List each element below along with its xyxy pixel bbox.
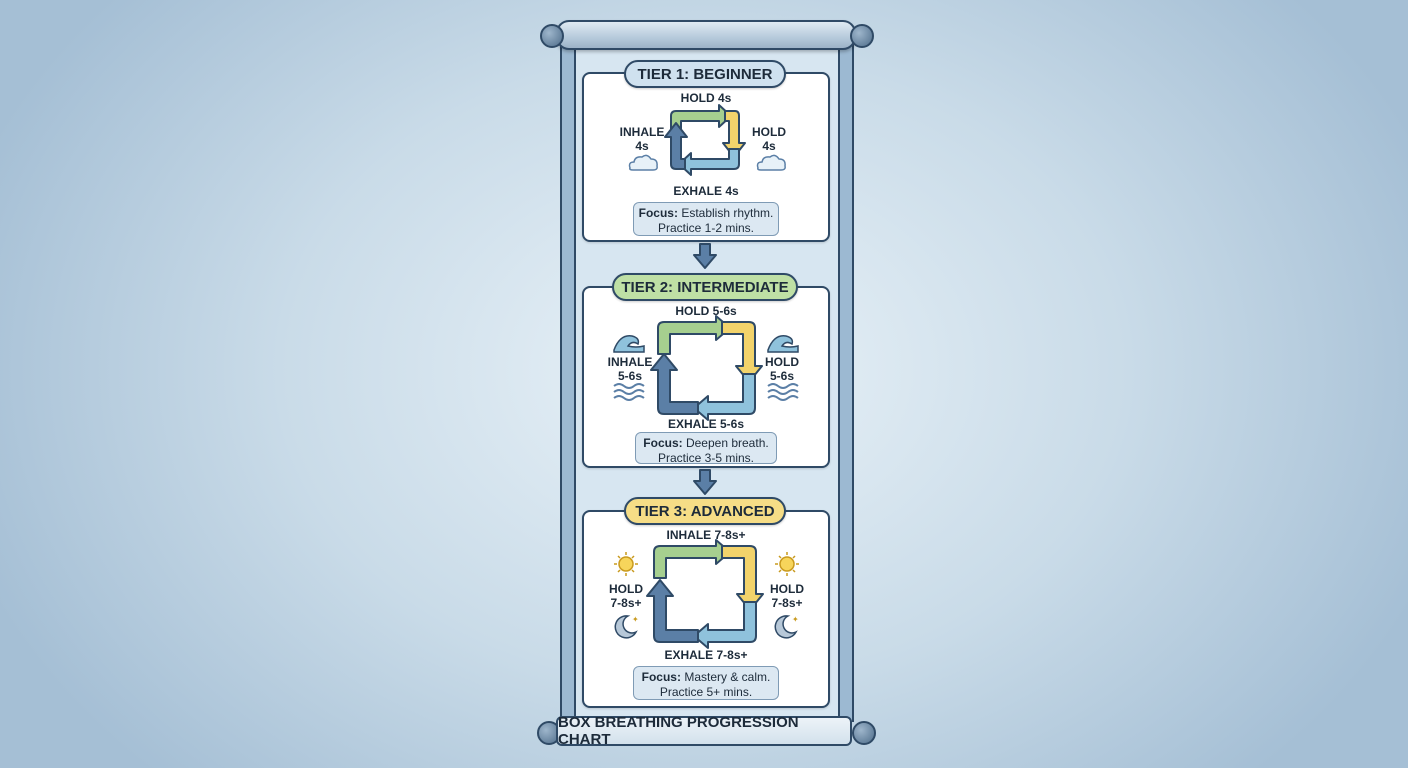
tier-1-focus-box: Focus: Establish rhythm. Practice 1-2 mi… bbox=[633, 202, 779, 236]
down-arrow-icon bbox=[693, 469, 717, 495]
tier-2-left-duration: 5-6s bbox=[618, 369, 642, 383]
tier-3-top-label: INHALE 7-8s+ bbox=[666, 528, 745, 542]
tier-3-left-label: HOLD bbox=[609, 582, 643, 596]
tier-3-diagram: INHALE 7-8s+ HOLD 7-8s+ HOLD 7-8s+ EXHAL… bbox=[609, 528, 804, 662]
practice-duration: Practice 3-5 mins. bbox=[657, 451, 755, 465]
tier-2-bottom-label: EXHALE 5-6s bbox=[668, 417, 744, 431]
tier-1-right-duration: 4s bbox=[762, 139, 776, 153]
sun-icon bbox=[775, 552, 799, 576]
box-breathing-cycle bbox=[646, 539, 764, 649]
tier-3-right-label: HOLD bbox=[770, 582, 804, 596]
wave-icon bbox=[767, 335, 799, 353]
tier-2-top-label: HOLD 5-6s bbox=[675, 304, 737, 318]
tier-2-left-label: INHALE bbox=[608, 355, 653, 369]
tier-3-pill: TIER 3: ADVANCED bbox=[624, 497, 786, 525]
focus-label: Focus: bbox=[641, 670, 681, 684]
tier-1-top-label: HOLD 4s bbox=[681, 91, 732, 105]
tier-1-bottom-label: EXHALE 4s bbox=[673, 184, 739, 198]
down-arrow-icon bbox=[693, 243, 717, 269]
top-scroll-rod bbox=[556, 20, 856, 50]
tier-1-left-duration: 4s bbox=[635, 139, 649, 153]
focus-text: Establish rhythm. bbox=[681, 206, 774, 220]
tier-3-right-duration: 7-8s+ bbox=[771, 596, 802, 610]
chart-title: BOX BREATHING PROGRESSION CHART bbox=[556, 714, 852, 748]
tier-1-diagram: HOLD 4s INHALE 4s HOLD 4s EXHALE 4s bbox=[620, 91, 787, 198]
practice-duration: Practice 5+ mins. bbox=[659, 685, 753, 699]
practice-duration: Practice 1-2 mins. bbox=[657, 221, 755, 235]
tier-1-left-label: INHALE bbox=[620, 125, 665, 139]
tier-3-card: INHALE 7-8s+ HOLD 7-8s+ HOLD 7-8s+ EXHAL… bbox=[582, 510, 830, 708]
box-breathing-cycle bbox=[650, 315, 763, 421]
tier-1-card: HOLD 4s INHALE 4s HOLD 4s EXHALE 4s Focu… bbox=[582, 72, 830, 242]
top-right-knob bbox=[850, 24, 874, 48]
tier-1-right-label: HOLD bbox=[752, 125, 786, 139]
wave-icon bbox=[613, 335, 645, 353]
tier-2-pill: TIER 2: INTERMEDIATE bbox=[612, 273, 798, 301]
top-left-knob bbox=[540, 24, 564, 48]
sun-icon bbox=[614, 552, 638, 576]
tier-3-left-duration: 7-8s+ bbox=[610, 596, 641, 610]
focus-label: Focus: bbox=[638, 206, 678, 220]
moon-icon: ✦ bbox=[614, 615, 639, 639]
focus-text: Deepen breath. bbox=[685, 436, 769, 450]
svg-text:✦: ✦ bbox=[792, 615, 799, 624]
tier-2-diagram: HOLD 5-6s INHALE 5-6s HOLD 5-6s EXHALE 5… bbox=[608, 304, 800, 431]
tier-1-pill: TIER 1: BEGINNER bbox=[624, 60, 786, 88]
tier-2-right-label: HOLD bbox=[765, 355, 799, 369]
focus-text: Mastery & calm. bbox=[684, 670, 771, 684]
tier-2-right-duration: 5-6s bbox=[770, 369, 794, 383]
cloud-icon bbox=[628, 154, 658, 171]
box-breathing-cycle bbox=[664, 104, 746, 176]
tier-3-focus-box: Focus: Mastery & calm. Practice 5+ mins. bbox=[633, 666, 779, 700]
wave-icon bbox=[767, 383, 799, 401]
tier-2-focus-box: Focus: Deepen breath. Practice 3-5 mins. bbox=[635, 432, 777, 465]
svg-text:✦: ✦ bbox=[632, 615, 639, 624]
bottom-right-knob bbox=[852, 721, 876, 745]
focus-label: Focus: bbox=[643, 436, 683, 450]
cloud-icon bbox=[756, 154, 786, 171]
tier-2-card: HOLD 5-6s INHALE 5-6s HOLD 5-6s EXHALE 5… bbox=[582, 286, 830, 468]
tier-3-bottom-label: EXHALE 7-8s+ bbox=[664, 648, 747, 662]
wave-icon bbox=[613, 383, 645, 401]
moon-icon: ✦ bbox=[774, 615, 799, 639]
